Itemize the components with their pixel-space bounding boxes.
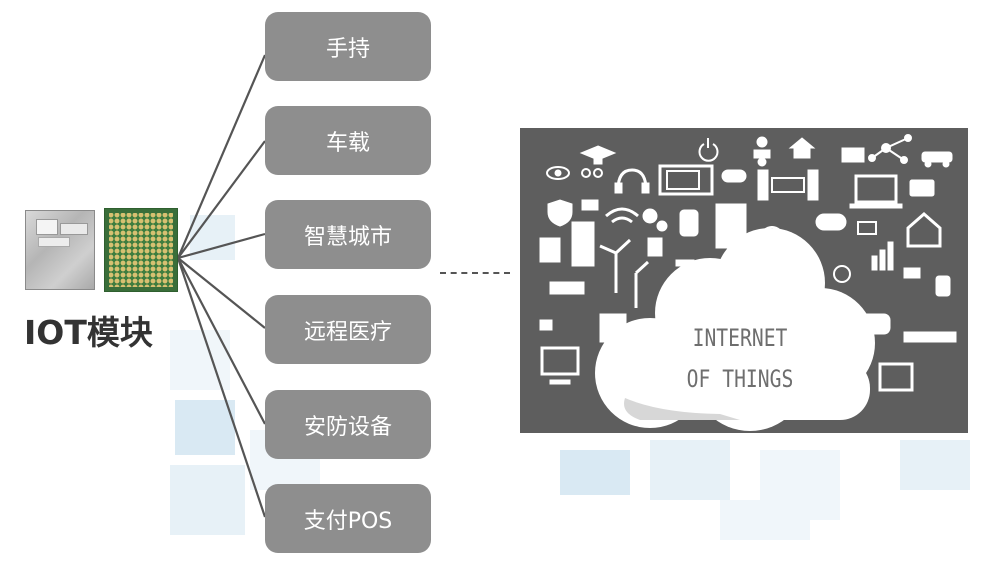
iot-image: INTERNET OF THINGS bbox=[520, 128, 968, 433]
connector-line bbox=[177, 257, 266, 329]
folder-icon bbox=[841, 147, 865, 163]
fridge-icon bbox=[571, 221, 595, 267]
laptop-icon bbox=[849, 174, 903, 209]
iot-module-silver-image bbox=[25, 210, 95, 290]
user-presenter-icon bbox=[753, 136, 771, 167]
bg-tile bbox=[175, 400, 235, 455]
bg-tile bbox=[650, 440, 730, 500]
iot-text-line2: OF THINGS bbox=[686, 365, 794, 393]
iot-cloud-text: INTERNET OF THINGS bbox=[666, 318, 814, 400]
cart-icon bbox=[581, 199, 599, 211]
gamepad-icon-2 bbox=[815, 213, 847, 231]
smartwatch-icon bbox=[679, 209, 699, 237]
power-icon bbox=[698, 138, 719, 162]
dashed-connector bbox=[440, 272, 510, 274]
retro-tv-icon bbox=[878, 362, 914, 392]
shield-icon bbox=[547, 199, 573, 227]
car-side-icon bbox=[921, 151, 953, 168]
plug-icon bbox=[903, 267, 921, 279]
headphones-icon bbox=[614, 168, 650, 194]
category-telemedicine[interactable]: 远程医疗 bbox=[265, 295, 431, 364]
bg-tile bbox=[720, 500, 810, 540]
connector-line bbox=[176, 54, 267, 259]
fitness-band-icon bbox=[935, 275, 951, 297]
connector-line bbox=[177, 140, 266, 259]
connector-line bbox=[177, 232, 266, 260]
gamepad-icon bbox=[721, 169, 747, 183]
category-smart-city[interactable]: 智慧城市 bbox=[265, 200, 431, 269]
bar-chart-icon bbox=[871, 241, 894, 271]
gears-icon bbox=[642, 208, 668, 232]
bg-tile bbox=[170, 465, 245, 535]
mail-icon bbox=[857, 221, 877, 235]
wifi-icon bbox=[605, 207, 639, 224]
document-icon bbox=[647, 237, 663, 257]
connector-line bbox=[176, 257, 267, 518]
category-vehicle[interactable]: 车载 bbox=[265, 106, 431, 175]
cctv-camera-icon bbox=[549, 281, 585, 295]
router-icon bbox=[903, 331, 957, 343]
glasses-icon bbox=[581, 168, 603, 178]
lightbulb-icon bbox=[833, 265, 851, 283]
robot-icon bbox=[539, 319, 553, 331]
category-pos-payment[interactable]: 支付POS bbox=[265, 484, 431, 553]
calculator-icon bbox=[539, 237, 561, 263]
wind-turbine-icon bbox=[599, 238, 650, 308]
speakers-icon bbox=[757, 169, 819, 201]
cloud-shape bbox=[595, 228, 875, 431]
category-handheld[interactable]: 手持 bbox=[265, 12, 431, 81]
camera-icon bbox=[909, 179, 935, 197]
network-icon bbox=[868, 134, 912, 164]
house-outline-icon bbox=[906, 212, 942, 248]
house-icon bbox=[788, 137, 816, 159]
category-security[interactable]: 安防设备 bbox=[265, 390, 431, 459]
cloud-shading bbox=[624, 398, 740, 420]
connector-line bbox=[177, 257, 266, 425]
monitor-icon bbox=[540, 346, 580, 385]
iot-text-line1: INTERNET bbox=[692, 324, 788, 352]
eye-icon bbox=[546, 166, 570, 180]
bg-tile bbox=[900, 440, 970, 490]
iot-module-pcb-image bbox=[104, 208, 178, 292]
tv-monitor-icon bbox=[658, 164, 714, 196]
graduation-cap-icon bbox=[579, 145, 617, 165]
module-title: IOT模块 bbox=[24, 313, 153, 352]
bg-tile bbox=[560, 450, 630, 495]
